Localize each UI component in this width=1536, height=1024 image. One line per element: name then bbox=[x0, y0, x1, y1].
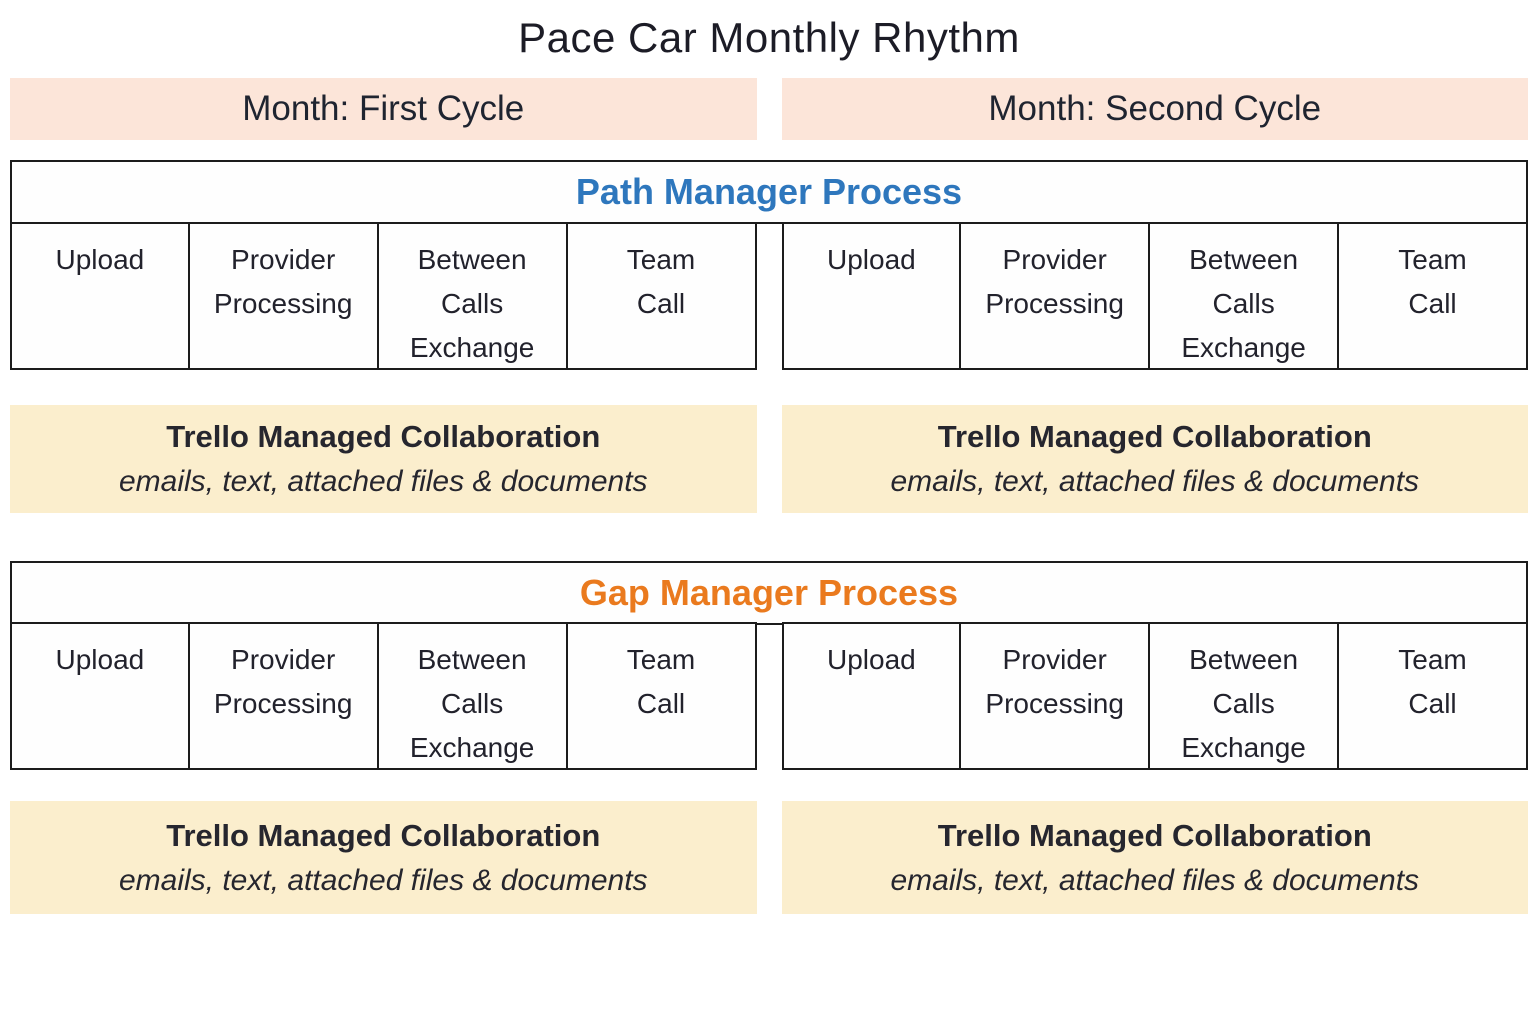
collab-band-gap-first: Trello Managed Collaboration emails, tex… bbox=[10, 801, 757, 914]
step-cell-team-call: Team Call bbox=[1398, 243, 1467, 319]
step-cell-between-calls-exchange: Between Calls Exchange bbox=[379, 624, 568, 768]
path-manager-steps-row: Upload Provider Processing Between Calls… bbox=[10, 221, 1528, 370]
collab-subtitle: emails, text, attached files & documents bbox=[890, 863, 1420, 897]
step-cell-upload: Upload bbox=[784, 223, 962, 368]
month-header-second-cycle: Month: Second Cycle bbox=[781, 78, 1528, 140]
collab-subtitle: emails, text, attached files & documents bbox=[890, 464, 1420, 498]
step-cell-provider-processing: Provider Processing bbox=[190, 223, 379, 368]
step-cell-team-call: Team Call bbox=[626, 243, 696, 319]
gap-first-cycle-steps: Upload Provider Processing Between Calls… bbox=[10, 622, 757, 770]
gap-manager-section: Gap Manager Process Upload Provider Proc… bbox=[10, 560, 1528, 770]
page-title: Pace Car Monthly Rhythm bbox=[518, 14, 1020, 61]
gap-manager-steps-row: Upload Provider Processing Between Calls… bbox=[10, 622, 1528, 770]
collab-title: Trello Managed Collaboration bbox=[937, 418, 1372, 454]
collab-title: Trello Managed Collaboration bbox=[166, 817, 601, 853]
gap-second-cycle-steps: Upload Provider Processing Between Calls… bbox=[781, 622, 1528, 770]
step-cell-provider-processing: Provider Processing bbox=[961, 223, 1151, 368]
month-header-first-cycle: Month: First Cycle bbox=[10, 78, 757, 140]
step-cell-provider-processing: Provider Processing bbox=[961, 624, 1151, 768]
path-manager-section: Path Manager Process Upload Provider Pro… bbox=[10, 160, 1528, 370]
collab-band-gap-second: Trello Managed Collaboration emails, tex… bbox=[781, 801, 1528, 914]
collab-title: Trello Managed Collaboration bbox=[166, 418, 601, 454]
path-manager-title: Path Manager Process bbox=[10, 160, 1528, 224]
step-cell-upload: Upload bbox=[12, 624, 190, 768]
step-cell-between-calls-exchange: Between Calls Exchange bbox=[379, 223, 568, 368]
collab-subtitle: emails, text, attached files & documents bbox=[118, 863, 648, 897]
path-first-cycle-steps: Upload Provider Processing Between Calls… bbox=[10, 221, 757, 370]
path-second-cycle-steps: Upload Provider Processing Between Calls… bbox=[781, 221, 1528, 370]
collab-band-path-first: Trello Managed Collaboration emails, tex… bbox=[10, 404, 757, 513]
collaboration-row-lower: Trello Managed Collaboration emails, tex… bbox=[10, 801, 1528, 914]
step-cell-upload: Upload bbox=[784, 624, 962, 768]
month-headers-row: Month: First Cycle Month: Second Cycle bbox=[10, 78, 1528, 140]
step-cell-between-calls-exchange: Between Calls Exchange bbox=[1150, 223, 1340, 368]
collab-subtitle: emails, text, attached files & documents bbox=[118, 464, 648, 498]
collab-band-path-second: Trello Managed Collaboration emails, tex… bbox=[781, 404, 1528, 513]
step-cell-provider-processing: Provider Processing bbox=[190, 624, 379, 768]
step-cell-team-call: Team Call bbox=[1398, 644, 1467, 719]
collab-title: Trello Managed Collaboration bbox=[937, 817, 1372, 853]
step-cell-upload: Upload bbox=[12, 223, 190, 368]
gap-manager-title: Gap Manager Process bbox=[10, 560, 1528, 625]
step-cell-between-calls-exchange: Between Calls Exchange bbox=[1150, 624, 1340, 768]
step-cell-team-call: Team Call bbox=[626, 644, 696, 719]
collaboration-row-upper: Trello Managed Collaboration emails, tex… bbox=[10, 404, 1528, 513]
